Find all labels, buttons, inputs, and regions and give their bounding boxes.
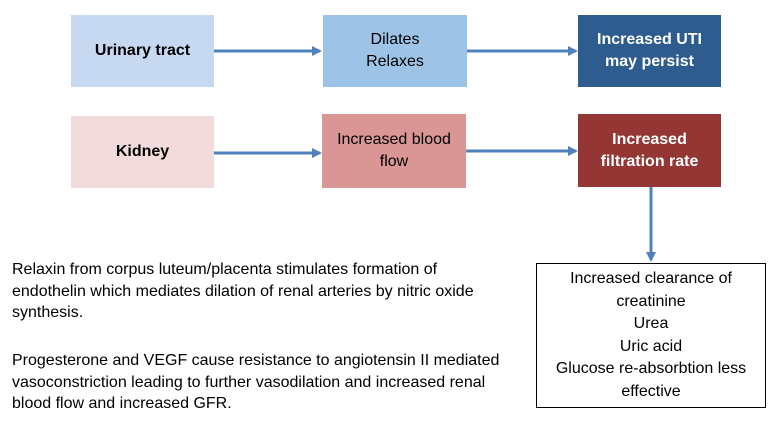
increased-blood-flow-box: Increased blood flow bbox=[322, 114, 466, 188]
progesterone-note: Progesterone and VEGF cause resistance t… bbox=[12, 352, 500, 412]
kidney-box: Kidney bbox=[71, 116, 214, 188]
urinary-tract-box: Urinary tract bbox=[71, 15, 214, 87]
increased-uti-box: Increased UTI may persist bbox=[578, 15, 721, 87]
outcome-box: Increased clearance of creatinine Urea U… bbox=[536, 263, 766, 408]
increased-filtration-rate-box: Increased filtration rate bbox=[578, 114, 721, 187]
dilates-relaxes-box: Dilates Relaxes bbox=[323, 15, 467, 87]
relaxin-note: Relaxin from corpus luteum/placenta stim… bbox=[12, 261, 474, 321]
